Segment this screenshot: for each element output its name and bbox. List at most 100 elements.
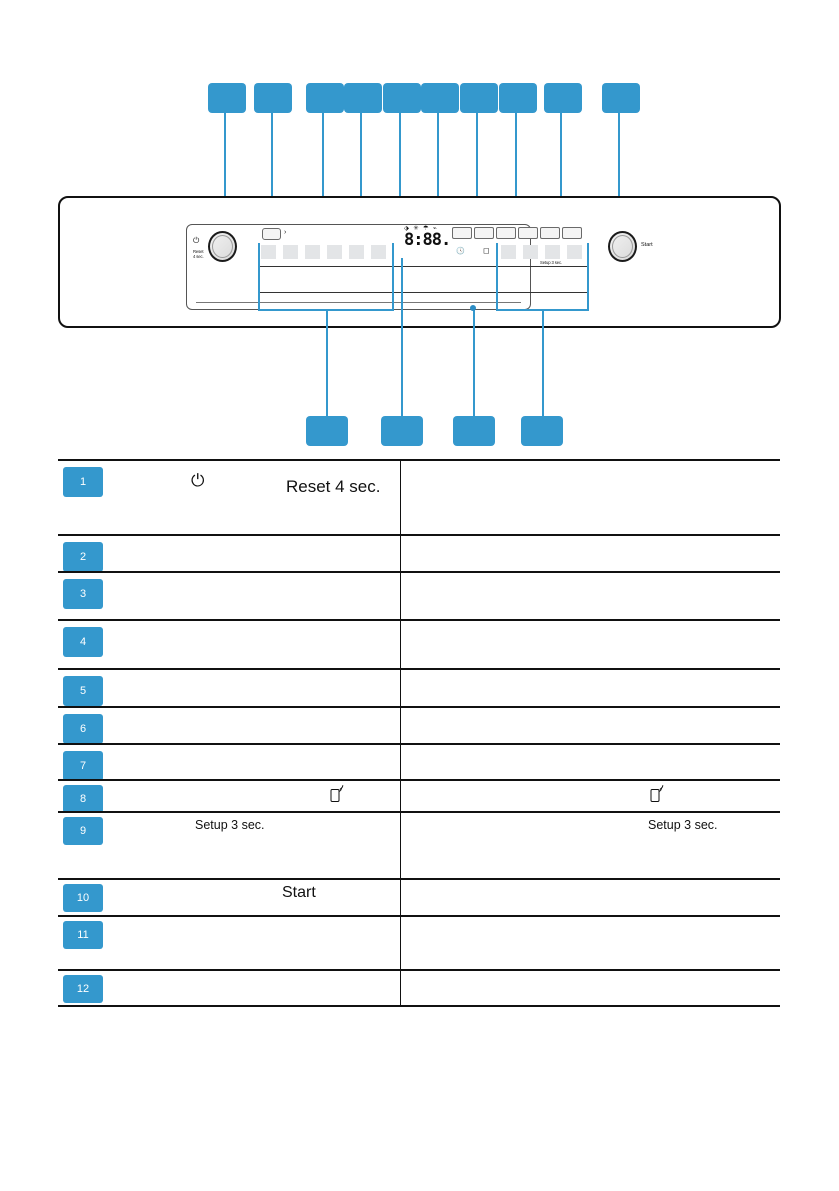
start-knob-ring (612, 235, 633, 258)
legend-row-1: 1 ⏻ Reset 4 sec. (58, 459, 780, 534)
legend-number-5[interactable]: 5 (63, 676, 103, 706)
remote-start-icon-left-svg (330, 785, 344, 802)
column-divider (400, 813, 401, 878)
bracket-leader-4 (542, 311, 544, 416)
column-divider (400, 461, 401, 534)
legend-number-10[interactable]: 10 (63, 884, 103, 912)
legend-text-9-left: Setup 3 sec. (195, 818, 265, 832)
legend-row-12: 12 (58, 969, 780, 1007)
legend-number-1[interactable]: 1 (63, 467, 103, 497)
remote-start-icon-right (650, 785, 664, 807)
column-divider (400, 745, 401, 779)
bracket-leader-2 (401, 258, 403, 416)
callout-chip-8[interactable] (499, 83, 537, 113)
legend-number-7[interactable]: 7 (63, 751, 103, 781)
panel-hairline-2 (258, 292, 588, 293)
option-button-4[interactable] (518, 227, 538, 239)
legend-row-5: 5 (58, 668, 780, 706)
callout-chip-b4[interactable] (521, 416, 563, 446)
column-divider (400, 781, 401, 811)
callout-chip-b3[interactable] (453, 416, 495, 446)
callout-chip-5[interactable] (383, 83, 421, 113)
callout-chip-2[interactable] (254, 83, 292, 113)
callout-chip-3[interactable] (306, 83, 344, 113)
legend-number-6[interactable]: 6 (63, 714, 103, 744)
start-knob[interactable] (608, 231, 637, 262)
legend-table: 1 ⏻ Reset 4 sec. 2 3 4 5 6 (58, 459, 780, 1007)
panel-setup-hint: Setup 3 sec. (540, 260, 563, 265)
leader-line-2 (271, 113, 273, 223)
program-indicator-3 (305, 245, 320, 259)
program-indicator-1 (261, 245, 276, 259)
legend-number-2[interactable]: 2 (63, 542, 103, 572)
legend-number-8[interactable]: 8 (63, 785, 103, 813)
display-status-icons: ⬗ ✳ ☂ ⌁ (404, 225, 439, 232)
power-icon: ⏻ (193, 236, 200, 245)
legend-row-3: 3 (58, 571, 780, 619)
legend-number-9[interactable]: 9 (63, 817, 103, 845)
legend-row-10: 10 Start (58, 878, 780, 915)
legend-number-11[interactable]: 11 (63, 921, 103, 949)
option-button-6[interactable] (562, 227, 582, 239)
option-button-5[interactable] (540, 227, 560, 239)
callout-chip-9[interactable] (544, 83, 582, 113)
column-divider (400, 670, 401, 706)
legend-row-2: 2 (58, 534, 780, 572)
column-divider (400, 621, 401, 668)
column-divider (400, 971, 401, 1005)
callout-chip-b1[interactable] (306, 416, 348, 446)
leader-line-1 (224, 113, 226, 223)
callout-chip-b2[interactable] (381, 416, 423, 446)
column-divider (400, 708, 401, 743)
legend-row-7: 7 (58, 743, 780, 781)
option-button-3[interactable] (496, 227, 516, 239)
program-indicator-2 (283, 245, 298, 259)
power-symbol-icon: ⏻ (191, 471, 205, 490)
leader-line-8a (515, 113, 517, 201)
callout-chip-1[interactable] (208, 83, 246, 113)
leader-line-7a (476, 113, 478, 201)
leader-dot-bottom-3 (470, 305, 476, 311)
option-button-1[interactable] (452, 227, 472, 239)
program-select-button[interactable] (262, 228, 281, 240)
leader-line-5 (399, 113, 401, 223)
option-button-2[interactable] (474, 227, 494, 239)
callout-chip-4[interactable] (344, 83, 382, 113)
panel-hairline-3 (196, 302, 521, 303)
legend-row-4: 4 (58, 619, 780, 668)
option-indicator-3 (545, 245, 560, 259)
power-knob[interactable] (208, 231, 237, 262)
bracket-program-area (258, 243, 394, 311)
legend-number-3[interactable]: 3 (63, 579, 103, 609)
door-open-icon: ◻ (483, 246, 490, 255)
callout-chip-10[interactable] (602, 83, 640, 113)
option-indicator-4 (567, 245, 582, 259)
leader-line-6a (437, 113, 439, 204)
column-divider (400, 573, 401, 619)
panel-hairline-1 (258, 266, 588, 267)
option-indicator-1 (501, 245, 516, 259)
timer-icon: 🕓 (456, 248, 465, 255)
program-arrow-icon: › (284, 229, 287, 236)
legend-text-10-left: Start (282, 884, 316, 901)
column-divider (400, 917, 401, 969)
callout-chip-6[interactable] (421, 83, 459, 113)
column-divider (400, 880, 401, 915)
legend-number-4[interactable]: 4 (63, 627, 103, 657)
program-indicator-4 (327, 245, 342, 259)
legend-text-1-left: Reset 4 sec. (286, 477, 381, 496)
bracket-leader-3 (473, 308, 475, 416)
power-knob-ring (212, 235, 233, 258)
legend-number-12[interactable]: 12 (63, 975, 103, 1003)
legend-row-6: 6 (58, 706, 780, 744)
legend-row-8: 8 (58, 779, 780, 813)
legend-text-9-right: Setup 3 sec. (648, 818, 718, 832)
program-indicator-5 (349, 245, 364, 259)
legend-row-9: 9 Setup 3 sec. Setup 3 sec. (58, 811, 780, 878)
option-indicator-2 (523, 245, 538, 259)
bracket-option-area (496, 243, 589, 311)
remote-start-icon-right-svg (650, 785, 664, 802)
start-knob-label: Start (641, 242, 653, 248)
callout-chip-7[interactable] (460, 83, 498, 113)
remote-start-icon-left (330, 785, 344, 807)
